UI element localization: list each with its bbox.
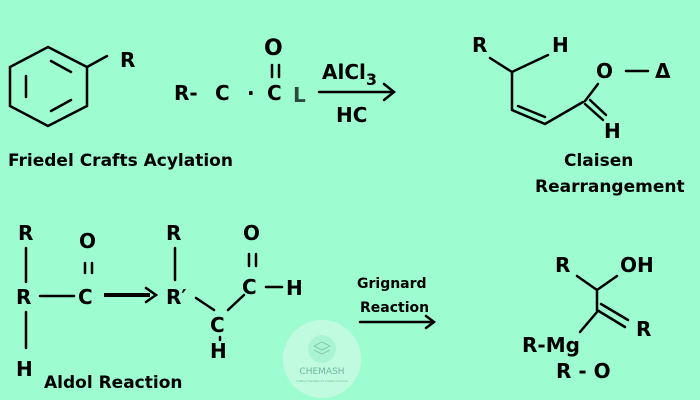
bond xyxy=(226,293,246,312)
double-bond xyxy=(49,59,73,74)
r-prime-label: R′ xyxy=(166,285,187,309)
carbon-label: C xyxy=(242,275,257,299)
bond xyxy=(578,310,599,334)
carbon-label: C xyxy=(78,285,93,309)
caption-friedel: Friedel Crafts Acylation xyxy=(8,151,233,171)
watermark-brand: CHEMASH xyxy=(299,367,344,377)
chemash-watermark: CHEMASH Crafting Chemistry for a better … xyxy=(283,320,361,398)
double-bond xyxy=(516,104,547,119)
rmg-label: R-Mg xyxy=(522,333,580,357)
h-label: H xyxy=(16,357,33,381)
h-label: H xyxy=(604,119,621,143)
reagent-top: AlCl3 xyxy=(322,60,377,89)
oh-label: OH xyxy=(620,253,654,277)
carbon-label: C xyxy=(215,81,230,105)
oxygen-label: O xyxy=(264,36,283,61)
carbon-label: C xyxy=(210,313,225,337)
oxygen-label: O xyxy=(79,229,96,253)
h-label: H xyxy=(286,276,303,300)
watermark-tagline: Crafting Chemistry for a better tomorrow xyxy=(296,379,347,383)
r-label: R xyxy=(18,221,33,245)
bond xyxy=(194,296,216,312)
arrow-head-icon xyxy=(424,314,437,330)
double-bond xyxy=(49,98,73,113)
l-label: L xyxy=(293,83,306,107)
bond xyxy=(583,82,600,103)
claisen-scheme: R H O Δ H Claisen Rearrangement xyxy=(472,33,685,197)
aldol-scheme: R R H C O R R′ C C O H H Aldol Reaction xyxy=(16,221,303,393)
caption-claisen-2: Rearrangement xyxy=(535,177,685,197)
caption-claisen-1: Claisen xyxy=(564,151,633,171)
oxygen-label: O xyxy=(243,221,260,245)
bond xyxy=(488,53,550,74)
reagent-bottom: HC xyxy=(336,103,367,127)
r-substituent: R xyxy=(120,48,135,72)
double-bond xyxy=(583,102,605,122)
grignard-label-2: Reaction xyxy=(360,300,429,316)
h-label: H xyxy=(552,33,569,57)
r-label: R xyxy=(555,253,570,277)
bond xyxy=(575,274,619,292)
layers-icon xyxy=(313,341,331,351)
double-bond xyxy=(588,98,608,117)
bond xyxy=(85,54,109,69)
friedel-crafts-scheme: R R- C · C L O AlCl3 HC Friedel Crafts A… xyxy=(8,36,397,171)
r-label: R xyxy=(166,221,181,245)
r-label: R xyxy=(16,285,31,309)
oxygen-label: O xyxy=(596,59,613,83)
grignard-label-1: Grignard xyxy=(357,276,427,292)
delta-label: Δ xyxy=(655,59,671,83)
arrow-head-icon xyxy=(144,286,159,304)
r-label: R xyxy=(472,33,487,57)
grignard-scheme: Grignard Reaction R OH R R-Mg R - O xyxy=(357,253,654,383)
double-bond xyxy=(595,308,627,329)
r-label: R- xyxy=(174,81,198,105)
carbon-label: C xyxy=(267,81,282,105)
bond xyxy=(510,70,585,126)
double-bond xyxy=(599,302,630,322)
ro-label: R - O xyxy=(556,359,611,383)
r-label: R xyxy=(636,317,651,341)
caption-aldol: Aldol Reaction xyxy=(44,373,182,393)
benzene-ring xyxy=(8,45,89,128)
dot: · xyxy=(247,81,255,105)
h-label: H xyxy=(210,339,227,363)
arrow-head-icon xyxy=(382,82,397,102)
